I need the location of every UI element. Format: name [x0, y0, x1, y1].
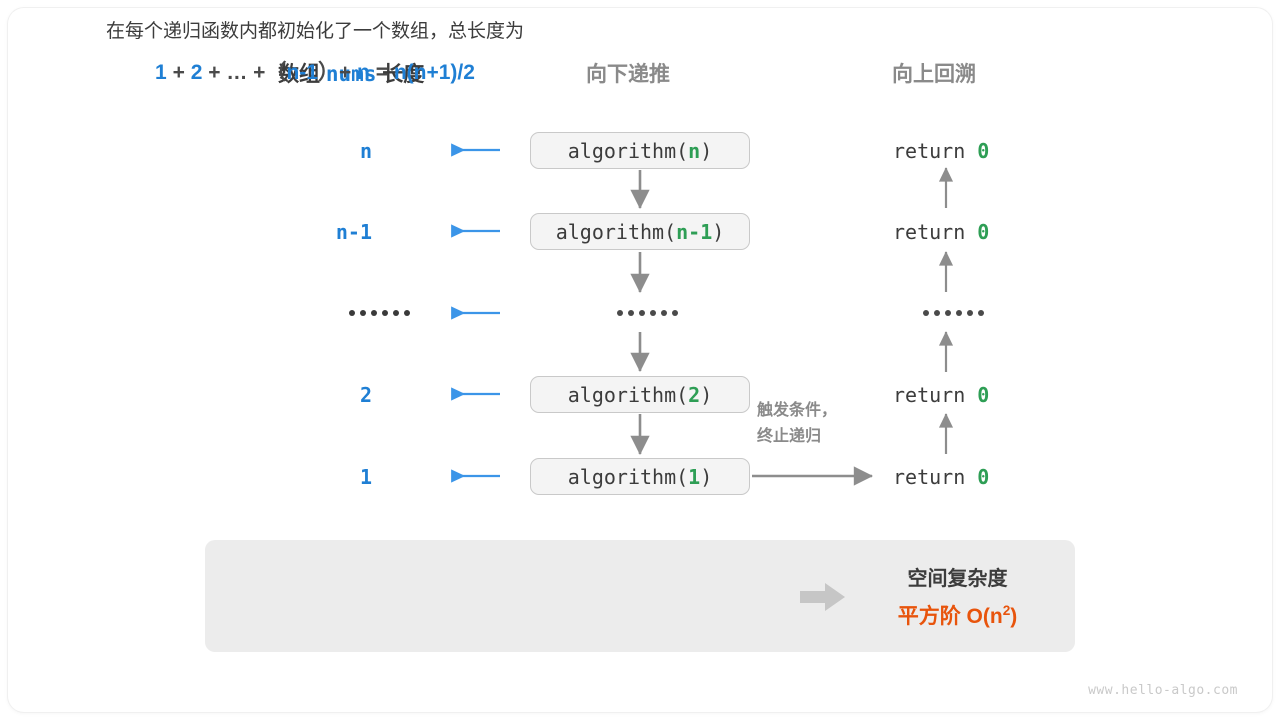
formula-op-3: + — [253, 61, 266, 84]
return-value-row-0: 0 — [977, 139, 990, 163]
algo-suffix-row-1: ) — [712, 219, 725, 244]
complexity-value: 平方阶 O(n2) — [865, 600, 1050, 630]
ellipsis-middle-row-2 — [617, 310, 678, 316]
complexity-big-o-exponent: 2 — [1002, 603, 1011, 618]
formula-result: n(n+1)/2 — [393, 61, 475, 84]
header-nums-mono: nums — [325, 62, 377, 86]
summary-formula: 1 + 2 + … +（n-1）+ n = n(n+1)/2 — [30, 56, 600, 86]
complexity-label: 平方阶 — [897, 605, 961, 628]
header-array-length: 数组 nums 长度 — [278, 58, 424, 88]
formula-term-2: 2 — [190, 61, 203, 84]
return-row-1: return 0 — [893, 220, 989, 244]
algo-suffix-row-0: ) — [700, 138, 713, 163]
algo-arg-row-3: 2 — [688, 382, 701, 407]
formula-term-3: … — [226, 61, 248, 84]
algorithm-box-row-3: algorithm(2) — [530, 376, 750, 413]
watermark: www.hello-algo.com — [1088, 683, 1238, 698]
formula-term-1: 1 — [155, 61, 167, 84]
terminate-annotation: 触发条件， 终止递归 — [757, 398, 837, 449]
header-downward: 向下递推 — [586, 63, 670, 86]
summary-description: 在每个递归函数内都初始化了一个数组，总长度为 — [105, 21, 524, 42]
return-value-row-3: 0 — [977, 383, 990, 407]
complexity-big-o-suffix: ) — [1010, 605, 1018, 628]
algo-suffix-row-4: ) — [700, 464, 713, 489]
return-text-row-1: return — [893, 220, 978, 244]
formula-lparen: （ — [265, 61, 287, 84]
ellipsis-size-row-2 — [349, 310, 410, 316]
formula-op-1: + — [172, 61, 185, 84]
summary-panel — [205, 540, 1075, 652]
terminate-annotation-line1: 触发条件， — [757, 402, 838, 419]
return-text-row-0: return — [893, 139, 978, 163]
algo-arg-row-0: n — [688, 138, 701, 163]
algo-arg-row-4: 1 — [688, 464, 701, 489]
algorithm-box-row-1: algorithm(n-1) — [530, 213, 750, 250]
formula-op-4: + — [338, 61, 352, 84]
algo-prefix-row-4: algorithm( — [567, 464, 689, 489]
header-left-prefix: 数组 — [278, 63, 320, 86]
formula-term-4: n-1 — [286, 61, 318, 84]
formula-rparen: ） — [317, 61, 339, 84]
complexity-big-o: O(n2) — [966, 603, 1018, 628]
ellipsis-return-row-2 — [923, 310, 984, 316]
return-row-4: return 0 — [893, 465, 989, 489]
terminate-annotation-line2: 终止递归 — [757, 427, 822, 445]
return-value-row-1: 0 — [977, 220, 990, 244]
complexity-big-o-prefix: O(n — [966, 605, 1003, 628]
return-value-row-4: 0 — [977, 465, 990, 489]
algorithm-box-row-4: algorithm(1) — [530, 458, 750, 495]
return-row-0: return 0 — [893, 139, 989, 163]
return-text-row-4: return — [893, 465, 978, 489]
algo-suffix-row-3: ) — [700, 382, 713, 407]
algo-prefix-row-3: algorithm( — [567, 382, 689, 407]
header-upward: 向上回溯 — [892, 63, 976, 86]
size-label-row-3: 2 — [359, 383, 372, 407]
right-block-arrow-icon — [800, 583, 845, 611]
formula-op-2: + — [208, 61, 221, 84]
formula-equals: = — [375, 61, 388, 84]
algorithm-box-row-0: algorithm(n) — [530, 132, 750, 169]
return-row-3: return 0 — [893, 383, 989, 407]
size-label-row-1: n-1 — [335, 220, 372, 244]
algo-prefix-row-1: algorithm( — [555, 219, 677, 244]
formula-term-5: n — [357, 61, 370, 84]
complexity-title: 空间复杂度 — [907, 568, 1008, 590]
algo-prefix-row-0: algorithm( — [567, 138, 689, 163]
size-label-row-0: n — [359, 139, 372, 163]
algo-arg-row-1: n-1 — [676, 219, 713, 244]
header-left-suffix: 长度 — [382, 63, 425, 86]
size-label-row-4: 1 — [359, 465, 372, 489]
return-text-row-3: return — [893, 383, 978, 407]
